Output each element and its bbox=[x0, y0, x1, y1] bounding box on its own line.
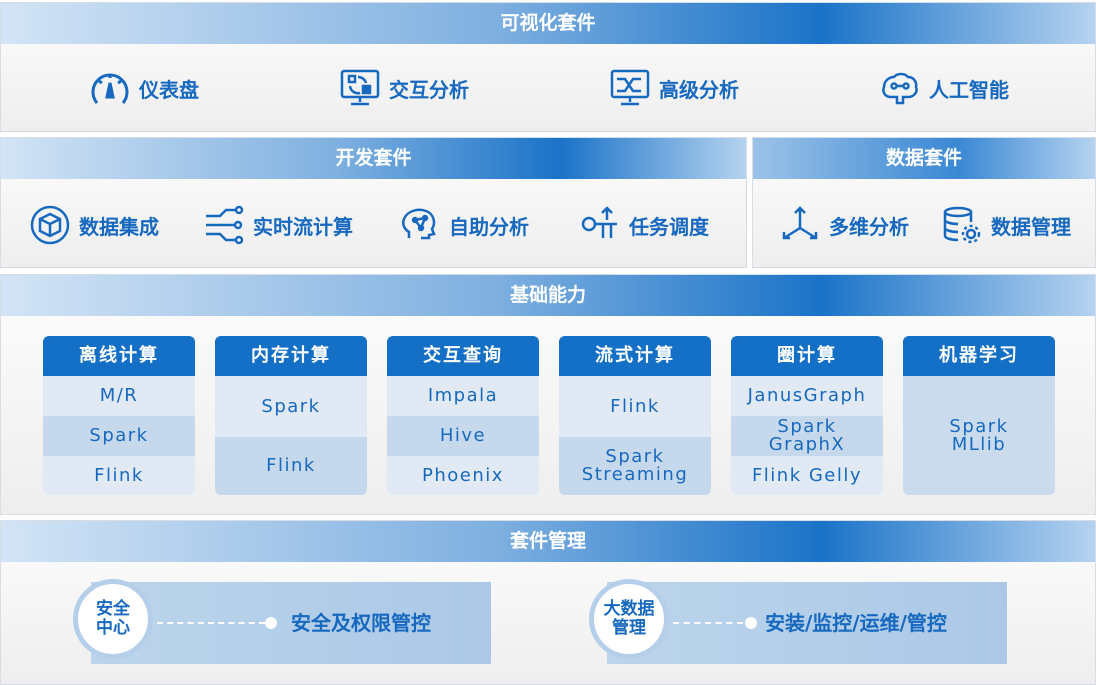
ai-brain-icon bbox=[882, 72, 918, 105]
mgmt-bigdata[interactable]: 大数据管理 安装/监控/运维/管控 bbox=[589, 579, 1007, 664]
card-row: Flink bbox=[43, 456, 195, 495]
item-label: 自助分析 bbox=[449, 214, 529, 239]
card-title: 离线计算 bbox=[43, 336, 195, 376]
base-title: 基础能力 bbox=[1, 275, 1095, 316]
connector bbox=[673, 622, 743, 624]
brain-analysis-icon bbox=[401, 208, 436, 240]
base-capability: 基础能力 离线计算 M/R Spark Flink 内存计算 Spark Fli… bbox=[0, 274, 1096, 515]
mgmt-security[interactable]: 安全中心 安全及权限管控 bbox=[73, 579, 491, 664]
card-title: 流式计算 bbox=[559, 336, 711, 376]
visual-suite: 可视化套件 仪表盘 交互分析 高级分析 人工智能 bbox=[0, 2, 1096, 132]
badge-text: 安全中心 bbox=[96, 599, 130, 638]
card-row: Spark bbox=[43, 416, 195, 456]
card-row: Flink bbox=[215, 437, 367, 495]
dev-suite: 开发套件 数据集成 实时流计算 自助分析 任务调度 bbox=[0, 137, 747, 268]
connector bbox=[157, 622, 265, 624]
card-streaming: 流式计算 Flink Spark Streaming bbox=[559, 336, 711, 495]
item-label: 仪表盘 bbox=[139, 77, 199, 102]
item-olap[interactable]: 多维分析 bbox=[779, 204, 909, 246]
card-title: 机器学习 bbox=[903, 336, 1055, 376]
schedule-icon bbox=[581, 206, 617, 238]
dashboard-icon bbox=[91, 73, 129, 104]
item-ai[interactable]: 人工智能 bbox=[879, 67, 1009, 109]
card-title: 圈计算 bbox=[731, 336, 883, 376]
item-dashboard[interactable]: 仪表盘 bbox=[89, 67, 199, 109]
item-advanced[interactable]: 高级分析 bbox=[609, 67, 739, 109]
card-memory: 内存计算 Spark Flink bbox=[215, 336, 367, 495]
connector-dot bbox=[265, 617, 277, 629]
item-label: 高级分析 bbox=[659, 77, 739, 102]
item-stream[interactable]: 实时流计算 bbox=[203, 204, 353, 246]
card-row: Spark bbox=[215, 376, 367, 437]
item-label: 多维分析 bbox=[829, 214, 909, 239]
card-row: M/R bbox=[43, 376, 195, 416]
item-label: 人工智能 bbox=[929, 77, 1009, 102]
item-interactive[interactable]: 交互分析 bbox=[339, 67, 469, 109]
card-title: 内存计算 bbox=[215, 336, 367, 376]
item-label: 交互分析 bbox=[389, 77, 469, 102]
stream-icon bbox=[206, 205, 244, 245]
card-row: Phoenix bbox=[387, 456, 539, 495]
item-data-management[interactable]: 数据管理 bbox=[941, 204, 1071, 246]
mgmt-label: 安全及权限管控 bbox=[291, 611, 431, 635]
item-label: 数据管理 bbox=[991, 214, 1071, 239]
item-label: 实时流计算 bbox=[253, 214, 353, 239]
data-suite: 数据套件 多维分析 数据管理 bbox=[752, 137, 1096, 268]
connector-dot bbox=[745, 617, 757, 629]
card-row: Spark MLlib bbox=[903, 376, 1055, 495]
suite-management: 套件管理 安全中心 安全及权限管控 大数据管理 安装/监控/运维/管控 bbox=[0, 520, 1096, 685]
axes-icon bbox=[782, 206, 818, 240]
card-row: Spark Streaming bbox=[559, 437, 711, 495]
card-row: Flink Gelly bbox=[731, 456, 883, 495]
card-row: Impala bbox=[387, 376, 539, 416]
item-label: 数据集成 bbox=[79, 214, 159, 239]
card-row: Flink bbox=[559, 376, 711, 437]
advanced-analysis-icon bbox=[610, 69, 650, 106]
card-title: 交互查询 bbox=[387, 336, 539, 376]
card-row: JanusGraph bbox=[731, 376, 883, 416]
card-offline: 离线计算 M/R Spark Flink bbox=[43, 336, 195, 495]
card-row: Hive bbox=[387, 416, 539, 456]
card-row: Spark GraphX bbox=[731, 416, 883, 456]
card-interactive-query: 交互查询 Impala Hive Phoenix bbox=[387, 336, 539, 495]
mgmt-label: 安装/监控/运维/管控 bbox=[765, 611, 947, 635]
shield-icon: 安全中心 bbox=[73, 579, 153, 659]
card-ml: 机器学习 Spark MLlib bbox=[903, 336, 1055, 495]
visual-suite-title: 可视化套件 bbox=[1, 3, 1095, 44]
dev-suite-title: 开发套件 bbox=[1, 138, 746, 179]
mgmt-title: 套件管理 bbox=[1, 521, 1095, 562]
item-label: 任务调度 bbox=[629, 214, 709, 239]
interactive-monitor-icon bbox=[340, 69, 380, 106]
bigdata-icon: 大数据管理 bbox=[589, 579, 669, 659]
item-schedule[interactable]: 任务调度 bbox=[579, 204, 709, 246]
item-integration[interactable]: 数据集成 bbox=[29, 204, 159, 246]
card-graph: 圈计算 JanusGraph Spark GraphX Flink Gelly bbox=[731, 336, 883, 495]
badge-text: 大数据管理 bbox=[603, 599, 655, 638]
data-suite-title: 数据套件 bbox=[753, 138, 1095, 179]
cube-integration-icon bbox=[30, 205, 70, 245]
item-self-analysis[interactable]: 自助分析 bbox=[399, 204, 529, 246]
database-gear-icon bbox=[943, 206, 981, 244]
